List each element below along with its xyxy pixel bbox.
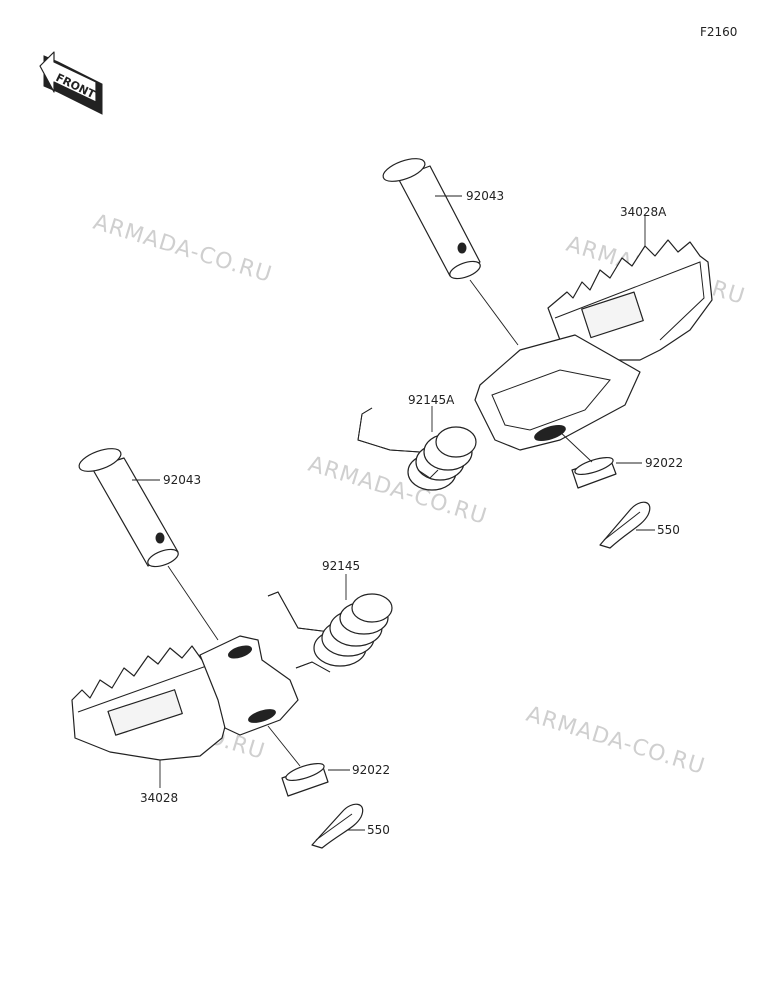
front-arrow-icon: FRONT <box>39 51 103 115</box>
label-pin-left: 92043 <box>163 473 201 487</box>
pin-right <box>382 158 481 280</box>
label-spring-right: 92145A <box>408 393 455 407</box>
label-pin-right: 92043 <box>466 189 504 203</box>
spring-left <box>267 591 393 673</box>
watermark-5: ARMADA-CO.RU <box>523 702 708 780</box>
washer-right <box>571 456 617 489</box>
label-cotter-right: 550 <box>657 523 680 537</box>
watermark-1: ARMADA-CO.RU <box>90 210 275 288</box>
spring-right <box>357 407 477 491</box>
pin-left <box>78 448 179 568</box>
figure-code: F2160 <box>700 25 737 39</box>
label-spring-left: 92145 <box>322 559 360 573</box>
label-washer-left: 92022 <box>352 763 390 777</box>
label-footpeg-left: 34028 <box>140 791 178 805</box>
label-cotter-left: 550 <box>367 823 390 837</box>
cotter-pin-left <box>311 803 364 849</box>
washer-left <box>281 762 329 797</box>
label-washer-right: 92022 <box>645 456 683 470</box>
cotter-pin-right <box>599 501 651 549</box>
label-footpeg-right: 34028A <box>620 205 667 219</box>
footpeg-left <box>71 635 299 761</box>
footpeg-right <box>474 239 713 451</box>
